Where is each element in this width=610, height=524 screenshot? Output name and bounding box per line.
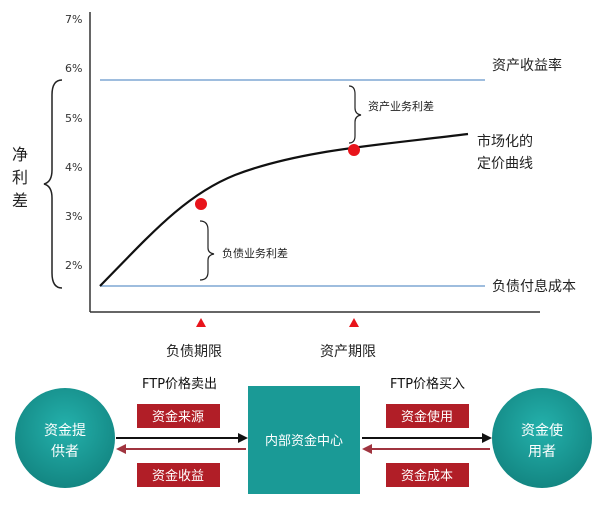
fund-income-box: [137, 463, 220, 487]
liability-spread-label: 负债业务利差: [222, 246, 288, 260]
asset-spread-brace: [348, 85, 362, 144]
net-spread-char-1: 净: [12, 145, 28, 164]
fund-user-circle: [492, 388, 592, 488]
y-tick-3: 3%: [65, 210, 82, 223]
fund-cost-box: [386, 463, 469, 487]
fund-user-line1: 资金使: [521, 422, 563, 439]
liability-term-marker: [196, 318, 206, 327]
asset-term-label: 资产期限: [320, 344, 376, 360]
net-spread-char-2: 利: [12, 168, 28, 187]
asset-spread-label: 资产业务利差: [368, 99, 434, 113]
y-tick-5: 5%: [65, 112, 82, 125]
pricing-curve: [99, 132, 469, 287]
liability-spread-brace: [199, 220, 215, 281]
liability-term-label: 负债期限: [166, 344, 222, 360]
curve-label-line2: 定价曲线: [477, 156, 533, 172]
fund-source-label: 资金来源: [152, 409, 204, 425]
ftp-sell-label: FTP价格卖出: [142, 376, 217, 392]
net-spread-bracket: [43, 79, 63, 289]
fund-income-label: 资金收益: [152, 468, 204, 484]
fund-provider-line1: 资金提: [44, 423, 86, 439]
net-spread-char-3: 差: [12, 191, 28, 210]
ftp-flow: 资金提 供者 资金使 用者 内部资金中心 FTP价格卖出 FTP价格买入 资金来…: [15, 376, 592, 494]
fund-use-label: 资金使用: [401, 409, 453, 425]
ftp-buy-label: FTP价格买入: [390, 376, 465, 392]
curve-label-line1: 市场化的: [477, 133, 533, 150]
y-tick-6: 6%: [65, 62, 82, 75]
internal-fund-center-label: 内部资金中心: [265, 433, 343, 449]
asset-yield-label: 资产收益率: [492, 57, 562, 74]
liability-cost-label: 负债付息成本: [492, 278, 576, 295]
fund-provider-line2: 供者: [51, 444, 79, 460]
fund-source-box: [137, 404, 220, 428]
fund-provider-circle: [15, 388, 115, 488]
y-tick-7: 7%: [65, 13, 82, 26]
asset-term-point: [348, 144, 360, 156]
liability-term-point: [195, 198, 207, 210]
asset-term-marker: [349, 318, 359, 327]
internal-fund-center-box: [248, 386, 360, 494]
y-tick-2: 2%: [65, 259, 82, 272]
fund-cost-label: 资金成本: [401, 468, 453, 484]
fund-use-box: [386, 404, 469, 428]
pricing-chart: 7% 6% 5% 4% 3% 2% 净 利 差 资产收益率 负债付息成本 市场化…: [12, 12, 576, 360]
fund-user-line2: 用者: [528, 444, 556, 460]
y-tick-4: 4%: [65, 161, 82, 174]
